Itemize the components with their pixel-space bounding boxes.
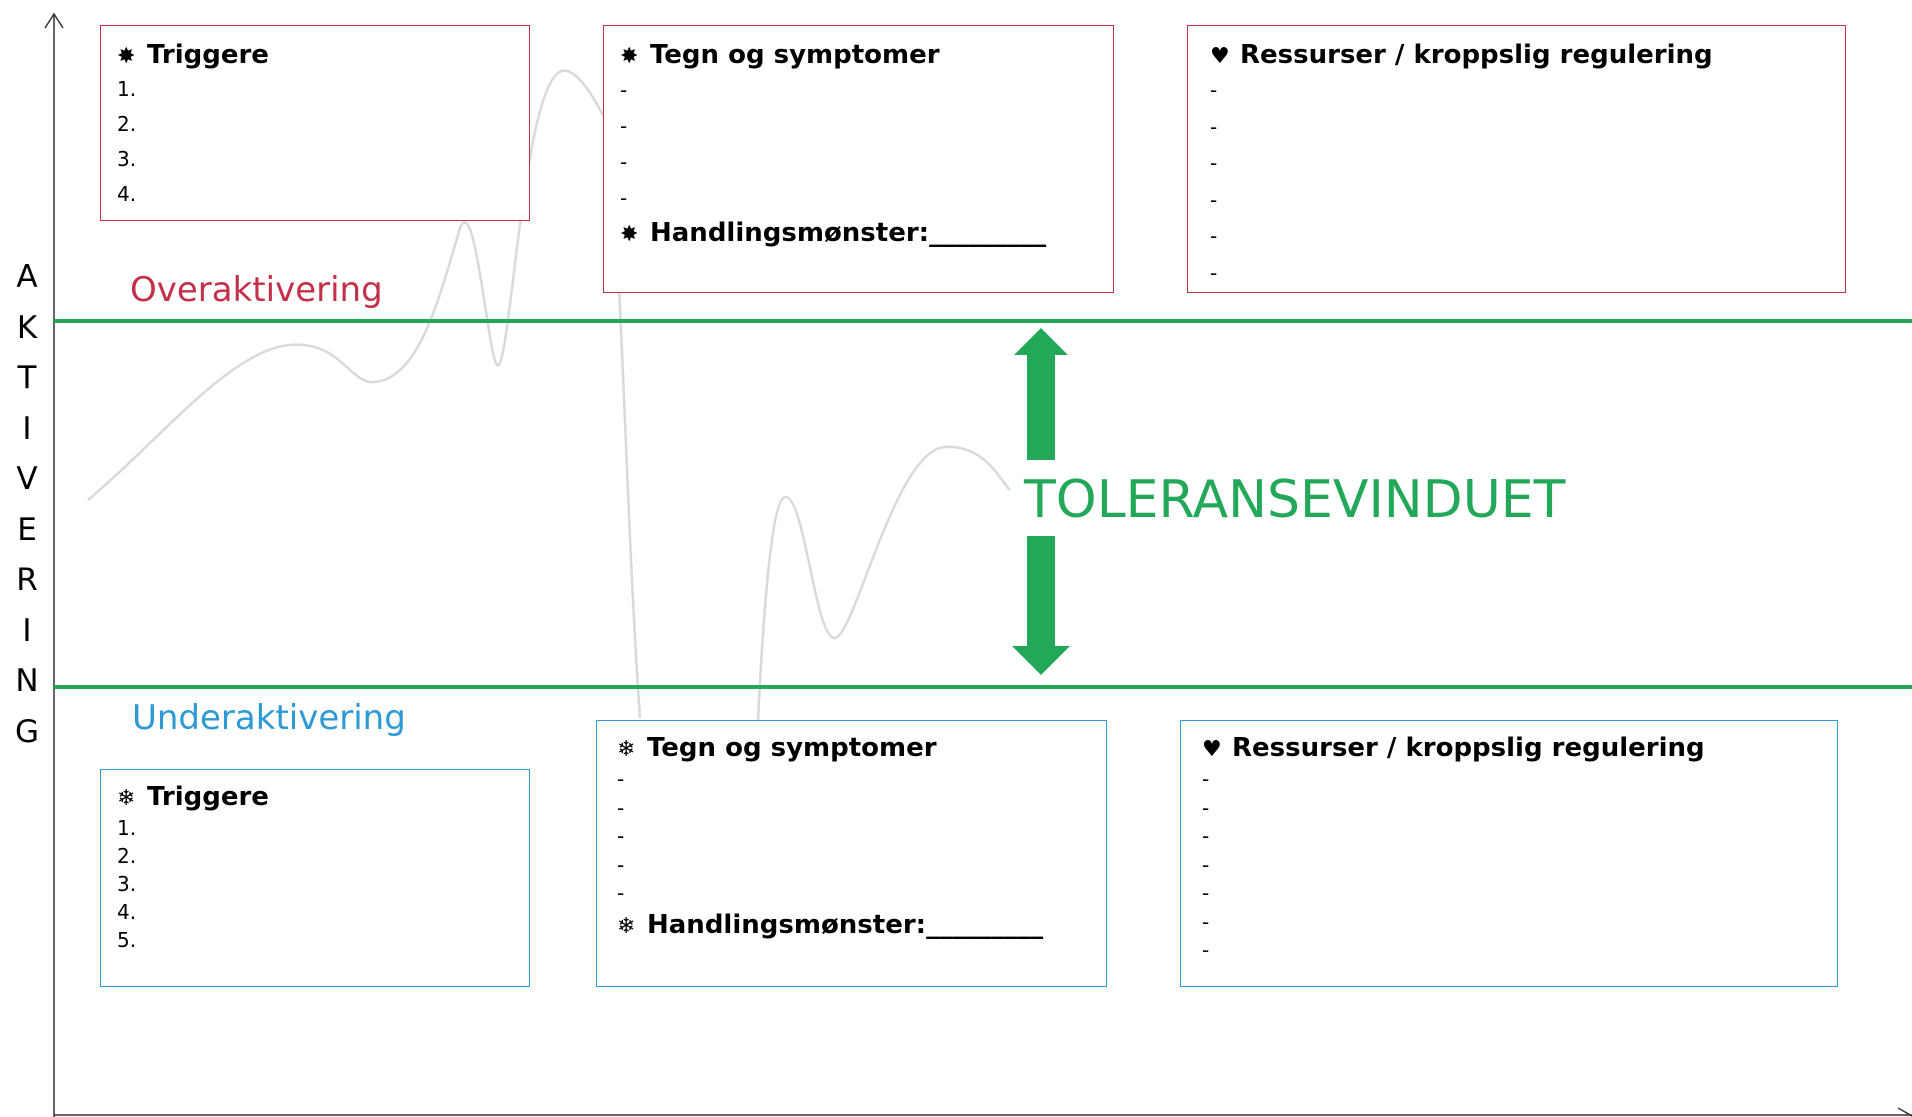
heart-icon: ♥ — [1210, 44, 1230, 69]
list-item: - — [1202, 824, 1210, 848]
underactivation-label: Underaktivering — [132, 698, 406, 738]
overactivation-label: Overaktivering — [130, 270, 383, 310]
list-item: - — [1202, 767, 1210, 791]
over-resources-heading: ♥ Ressurser / kroppslig regulering — [1210, 40, 1845, 72]
y-axis-letter: K — [16, 309, 38, 346]
under-signs-box: ❄ Tegn og symptomer - - - - - ❄ Handlingsm… — [596, 720, 1107, 987]
y-axis-letter: I — [22, 612, 32, 649]
y-axis-arrow — [44, 12, 64, 29]
list-item: - — [1202, 881, 1210, 905]
under-action-label: Handlingsmønster:_________ — [647, 909, 1044, 940]
over-signs-list: - - - - — [620, 72, 1113, 216]
under-triggers-heading: ❄ Triggere — [117, 782, 529, 814]
list-item: - — [1210, 114, 1218, 139]
list-item: 4. — [117, 900, 137, 924]
y-axis-letter: G — [14, 713, 40, 750]
over-triggers-box: ✸ Triggere 1. 2. 3. 4. — [100, 25, 530, 221]
y-axis-letter: N — [15, 663, 39, 699]
list-item: - — [1202, 938, 1210, 962]
list-item: - — [620, 186, 628, 210]
y-axis-letter: T — [17, 360, 37, 396]
x-axis-arrow — [1897, 1107, 1912, 1117]
list-item: - — [617, 767, 625, 791]
list-item: - — [1210, 224, 1218, 248]
over-triggers-list: 1. 2. 3. 4. — [117, 72, 529, 212]
list-item: 4. — [117, 182, 137, 206]
under-resources-list: - - - - - - - — [1202, 765, 1837, 965]
down-arrow — [1012, 536, 1070, 675]
list-item: 2. — [117, 844, 137, 868]
list-item: 5. — [117, 928, 137, 952]
fire-icon: ✸ — [117, 44, 136, 69]
over-resources-box: ♥ Ressurser / kroppslig regulering - - - … — [1187, 25, 1846, 293]
under-triggers-box: ❄ Triggere 1. 2. 3. 4. 5. — [100, 769, 530, 987]
list-item: - — [1210, 151, 1218, 175]
over-triggers-heading: ✸ Triggere — [117, 40, 529, 72]
list-item: 3. — [117, 872, 137, 896]
fire-icon: ✸ — [620, 44, 639, 69]
list-item: - — [617, 795, 625, 820]
over-triggers-title: Triggere — [147, 40, 269, 70]
under-action-pattern: ❄ Handlingsmønster:_________ — [617, 910, 1106, 942]
up-arrow — [1014, 328, 1068, 460]
under-resources-box: ♥ Ressurser / kroppslig regulering - - - … — [1180, 720, 1838, 987]
tolerance-window-label: TOLERANSEVINDUET — [1024, 470, 1566, 530]
over-signs-box: ✸ Tegn og symptomer - - - - ✸ Handlingsmøn… — [603, 25, 1114, 293]
list-item: - — [1210, 187, 1218, 212]
y-axis-letter: I — [22, 410, 32, 447]
list-item: - — [617, 824, 625, 848]
over-action-label: Handlingsmønster:_________ — [650, 218, 1047, 248]
over-signs-heading: ✸ Tegn og symptomer — [620, 40, 1113, 72]
snowflake-icon: ❄ — [617, 913, 636, 939]
snowflake-icon: ❄ — [617, 737, 636, 762]
under-triggers-title: Triggere — [147, 782, 269, 812]
list-item: - — [617, 852, 625, 877]
y-axis-letter: E — [17, 511, 37, 548]
list-item: - — [1210, 260, 1218, 285]
heart-icon: ♥ — [1202, 737, 1222, 762]
over-resources-title: Ressurser / kroppslig regulering — [1240, 40, 1713, 70]
under-resources-title: Ressurser / kroppslig regulering — [1232, 733, 1705, 763]
list-item: - — [617, 881, 625, 905]
over-signs-title: Tegn og symptomer — [650, 40, 940, 70]
over-resources-list: - - - - - - — [1210, 72, 1845, 291]
list-item: 3. — [117, 147, 137, 171]
list-item: - — [1202, 795, 1210, 820]
fire-icon: ✸ — [620, 222, 639, 247]
list-item: - — [620, 114, 628, 138]
under-signs-title: Tegn og symptomer — [647, 733, 937, 763]
list-item: - — [1210, 78, 1218, 102]
snowflake-icon: ❄ — [117, 786, 136, 811]
under-triggers-list: 1. 2. 3. 4. 5. — [117, 814, 529, 954]
list-item: 1. — [117, 816, 137, 840]
list-item: - — [620, 150, 628, 174]
y-axis-letter: R — [16, 562, 38, 598]
under-signs-list: - - - - - — [617, 765, 1106, 908]
over-action-pattern: ✸ Handlingsmønster:_________ — [620, 218, 1113, 250]
list-item: - — [1202, 909, 1210, 934]
y-axis-letter: A — [16, 259, 38, 295]
y-axis-label: A K T I V E R I N G — [10, 252, 44, 757]
under-signs-heading: ❄ Tegn og symptomer — [617, 733, 1106, 765]
list-item: 1. — [117, 77, 137, 101]
list-item: 2. — [117, 112, 137, 136]
list-item: - — [620, 78, 628, 102]
under-resources-heading: ♥ Ressurser / kroppslig regulering — [1202, 733, 1837, 765]
list-item: - — [1202, 852, 1210, 877]
y-axis-letter: V — [16, 461, 38, 497]
